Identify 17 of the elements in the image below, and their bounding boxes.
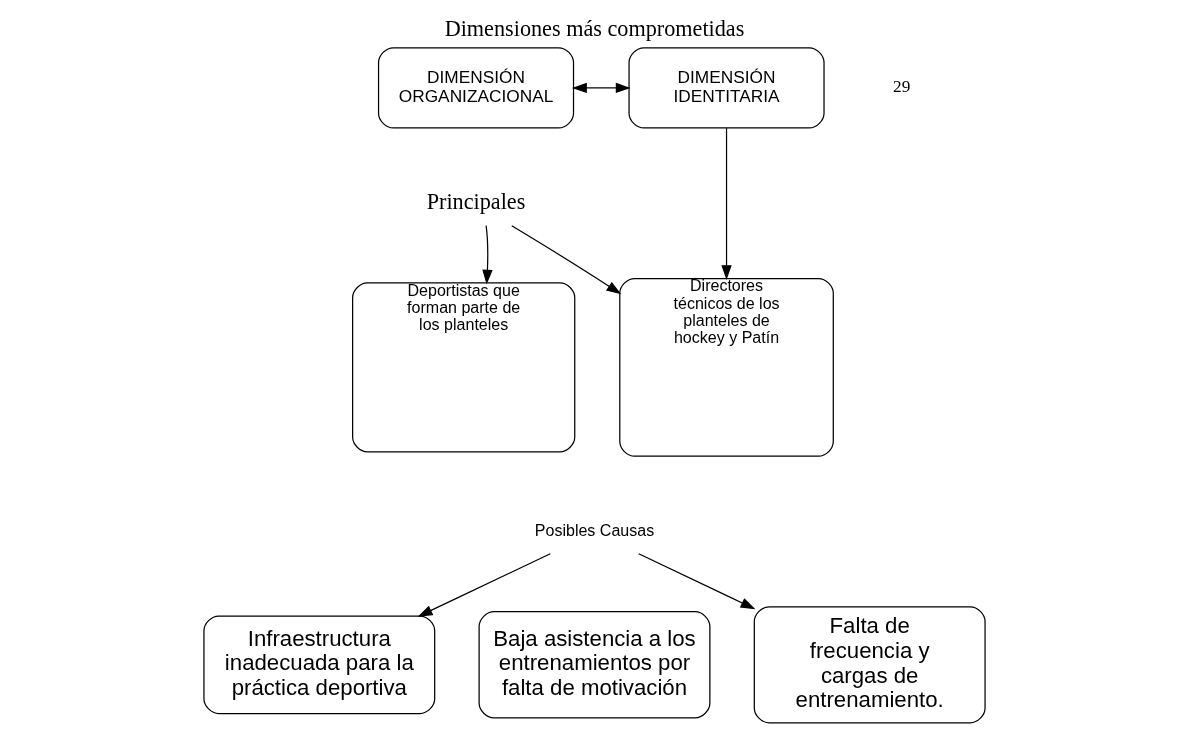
node-box: DIMENSIÓN IDENTITARIA (628, 47, 825, 129)
arrow (638, 553, 756, 610)
node-box: Baja asistencia a los entrenamientos por falta de motivación (478, 611, 711, 719)
arrow (572, 82, 631, 94)
node-box: Infraestructura inadecuada para la práctica deportiva (203, 615, 436, 715)
arrow (511, 225, 622, 295)
node-box: DIMENSIÓN ORGANIZACIONAL (377, 47, 575, 129)
arrow (721, 127, 732, 280)
arrow (417, 553, 551, 617)
node-text: Posibles Causas (534, 520, 655, 539)
node-text: Principales (426, 188, 526, 214)
node-box: Deportistas que forman parte de los planteles (352, 282, 576, 453)
node-box: Directores técnicos de los planteles de hockey y Patín (619, 277, 834, 457)
node-box: Falta de frecuencia y cargas de entrenamiento. (753, 606, 986, 724)
diagram-title: Dimensiones más comprometidas (444, 15, 745, 41)
label: 29 (893, 77, 911, 97)
arrow (482, 225, 493, 285)
